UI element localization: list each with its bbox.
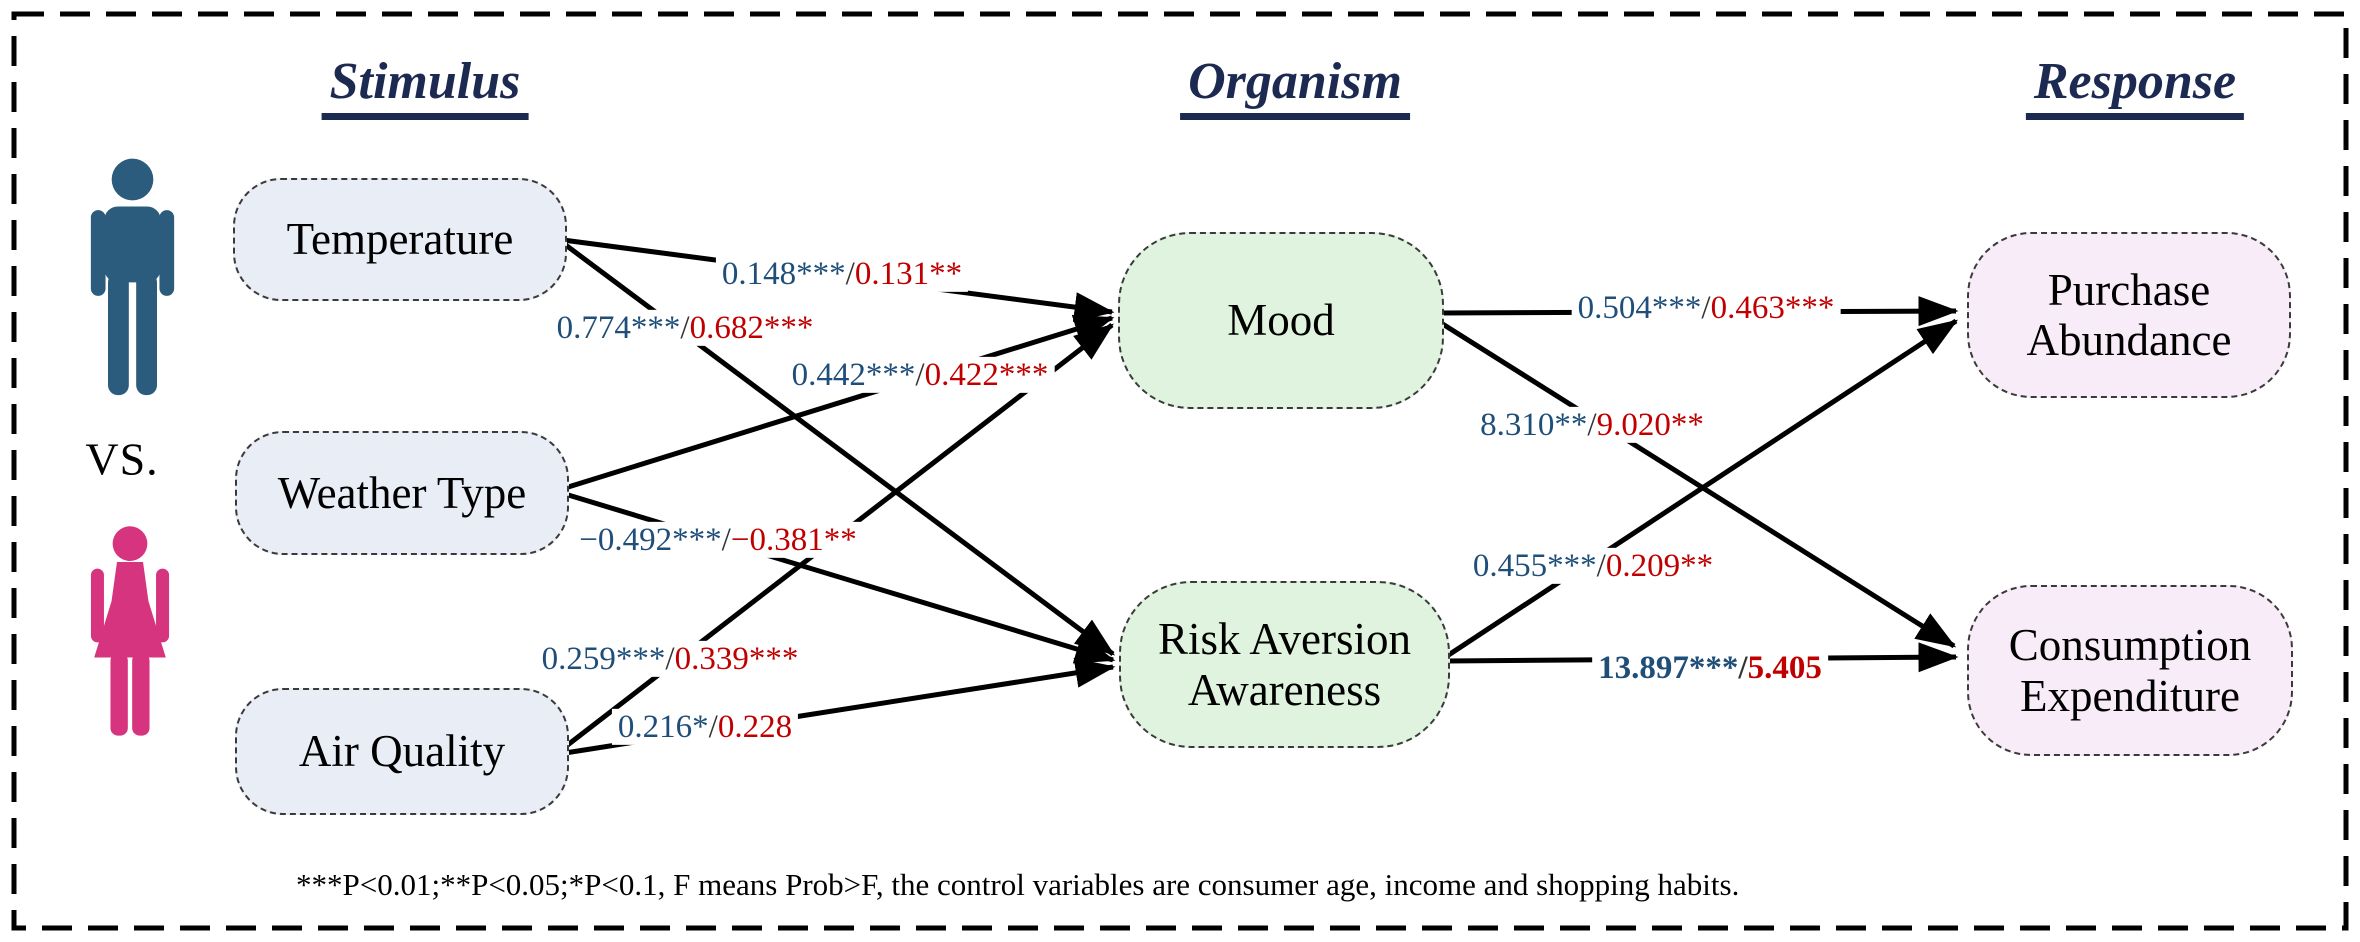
coef-male: 13.897*** <box>1598 649 1739 686</box>
arrow-weather-risk <box>564 491 1116 664</box>
header-response: Response <box>2025 52 2245 120</box>
coef-female: 9.020** <box>1596 406 1704 443</box>
node-mood: Mood <box>1118 232 1444 409</box>
node-purchase-label-2: Abundance <box>2026 315 2232 365</box>
arrow-mood-consumption <box>1439 320 1957 649</box>
coef-male: 0.216* <box>617 708 709 745</box>
male-person-icon <box>70 155 195 400</box>
coef-male: 0.442*** <box>791 356 916 393</box>
header-organism: Organism <box>1180 52 1410 120</box>
coef-female: 5.405 <box>1747 649 1822 686</box>
node-risk-aversion: Risk Aversion Awareness <box>1119 581 1450 748</box>
coef-female: 0.209** <box>1605 547 1714 584</box>
vs-label: VS. <box>85 433 159 485</box>
coef-female: 0.131** <box>854 255 963 292</box>
node-air-quality: Air Quality <box>235 688 569 815</box>
female-person-icon <box>70 523 190 740</box>
coef-female: −0.381** <box>730 521 857 558</box>
edge-label-air-mood: 0.259***/0.339*** <box>535 640 805 678</box>
edge-label-risk-purchase: 0.455***/0.209** <box>1466 547 1720 585</box>
coef-male: 0.504*** <box>1577 289 1702 326</box>
arrow-risk-purchase <box>1445 318 1959 659</box>
coef-male: −0.492*** <box>579 521 722 558</box>
coef-female: 0.339*** <box>674 640 799 677</box>
edge-label-weather-mood: 0.442***/0.422*** <box>785 356 1055 394</box>
node-weather-type-label: Weather Type <box>277 467 527 518</box>
node-risk-aversion-label-2: Awareness <box>1187 664 1382 715</box>
node-air-quality-label: Air Quality <box>298 726 506 777</box>
coef-male: 8.310** <box>1480 406 1588 443</box>
node-consumption-label-2: Expenditure <box>2020 670 2240 721</box>
coef-female: 0.463*** <box>1710 289 1835 326</box>
coef-female: 0.228 <box>717 708 793 745</box>
header-stimulus: Stimulus <box>321 52 529 120</box>
edge-label-air-risk: 0.216*/0.228 <box>611 708 799 746</box>
outer-dashed-border <box>11 11 2349 931</box>
edge-label-risk-consumption: 13.897***/5.405 <box>1592 649 1828 687</box>
node-weather-type: Weather Type <box>235 431 569 555</box>
node-purchase-label-1: Purchase <box>2047 264 2211 315</box>
edge-label-weather-risk: −0.492***/−0.381** <box>573 521 863 559</box>
node-mood-label: Mood <box>1227 295 1335 346</box>
coef-female: 0.682*** <box>689 309 814 346</box>
arrow-weather-mood <box>564 314 1115 491</box>
edge-label-temperature-risk: 0.774***/0.682*** <box>550 309 820 347</box>
node-temperature-label: Temperature <box>286 214 514 265</box>
node-temperature: Temperature <box>233 178 567 301</box>
significance-footnote: ***P<0.01;**P<0.05;*P<0.1, F means Prob>… <box>296 867 1740 902</box>
coef-male: 0.774*** <box>556 309 681 346</box>
node-consumption-label-1: Consumption <box>2008 620 2252 671</box>
node-risk-aversion-label-1: Risk Aversion <box>1158 614 1411 665</box>
coef-male: 0.455*** <box>1472 547 1597 584</box>
edge-label-mood-purchase: 0.504***/0.463*** <box>1571 289 1841 327</box>
node-consumption-expenditure: Consumption Expenditure <box>1967 585 2293 756</box>
coef-male: 0.259*** <box>541 640 666 677</box>
arrow-temperature-risk <box>561 240 1116 657</box>
node-purchase-abundance: Purchase Abundance <box>1967 232 2291 398</box>
edge-label-temperature-mood: 0.148***/0.131** <box>715 255 969 293</box>
edge-label-mood-consumption: 8.310**/9.020** <box>1474 406 1710 444</box>
coef-male: 0.148*** <box>721 255 846 292</box>
coef-female: 0.422*** <box>924 356 1049 393</box>
